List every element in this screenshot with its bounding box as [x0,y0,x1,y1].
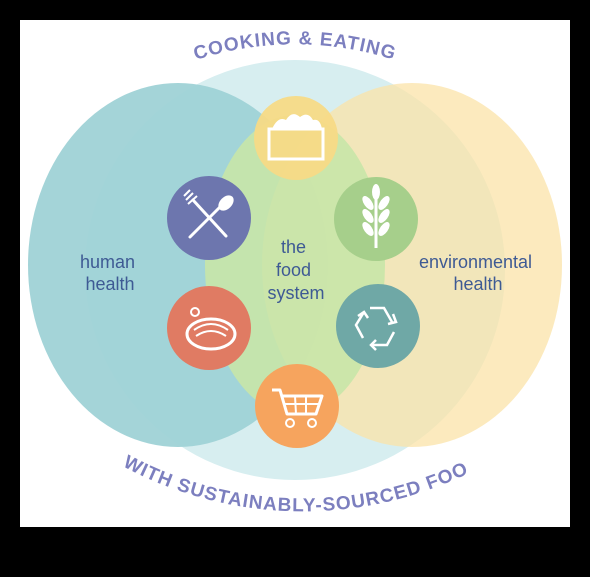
recycle-icon [336,284,420,368]
fork-spoon-icon [167,176,251,260]
food-bowl-icon [167,286,251,370]
arc-top-text: COOKING & EATING [191,28,399,65]
grain-storage-icon [254,96,338,180]
shopping-cart-icon [255,364,339,448]
wheat-icon [334,177,418,261]
environmental-health-label: environmental health [419,252,537,294]
human-health-label: human health [80,252,140,294]
food-system-label: the food system [267,237,324,303]
